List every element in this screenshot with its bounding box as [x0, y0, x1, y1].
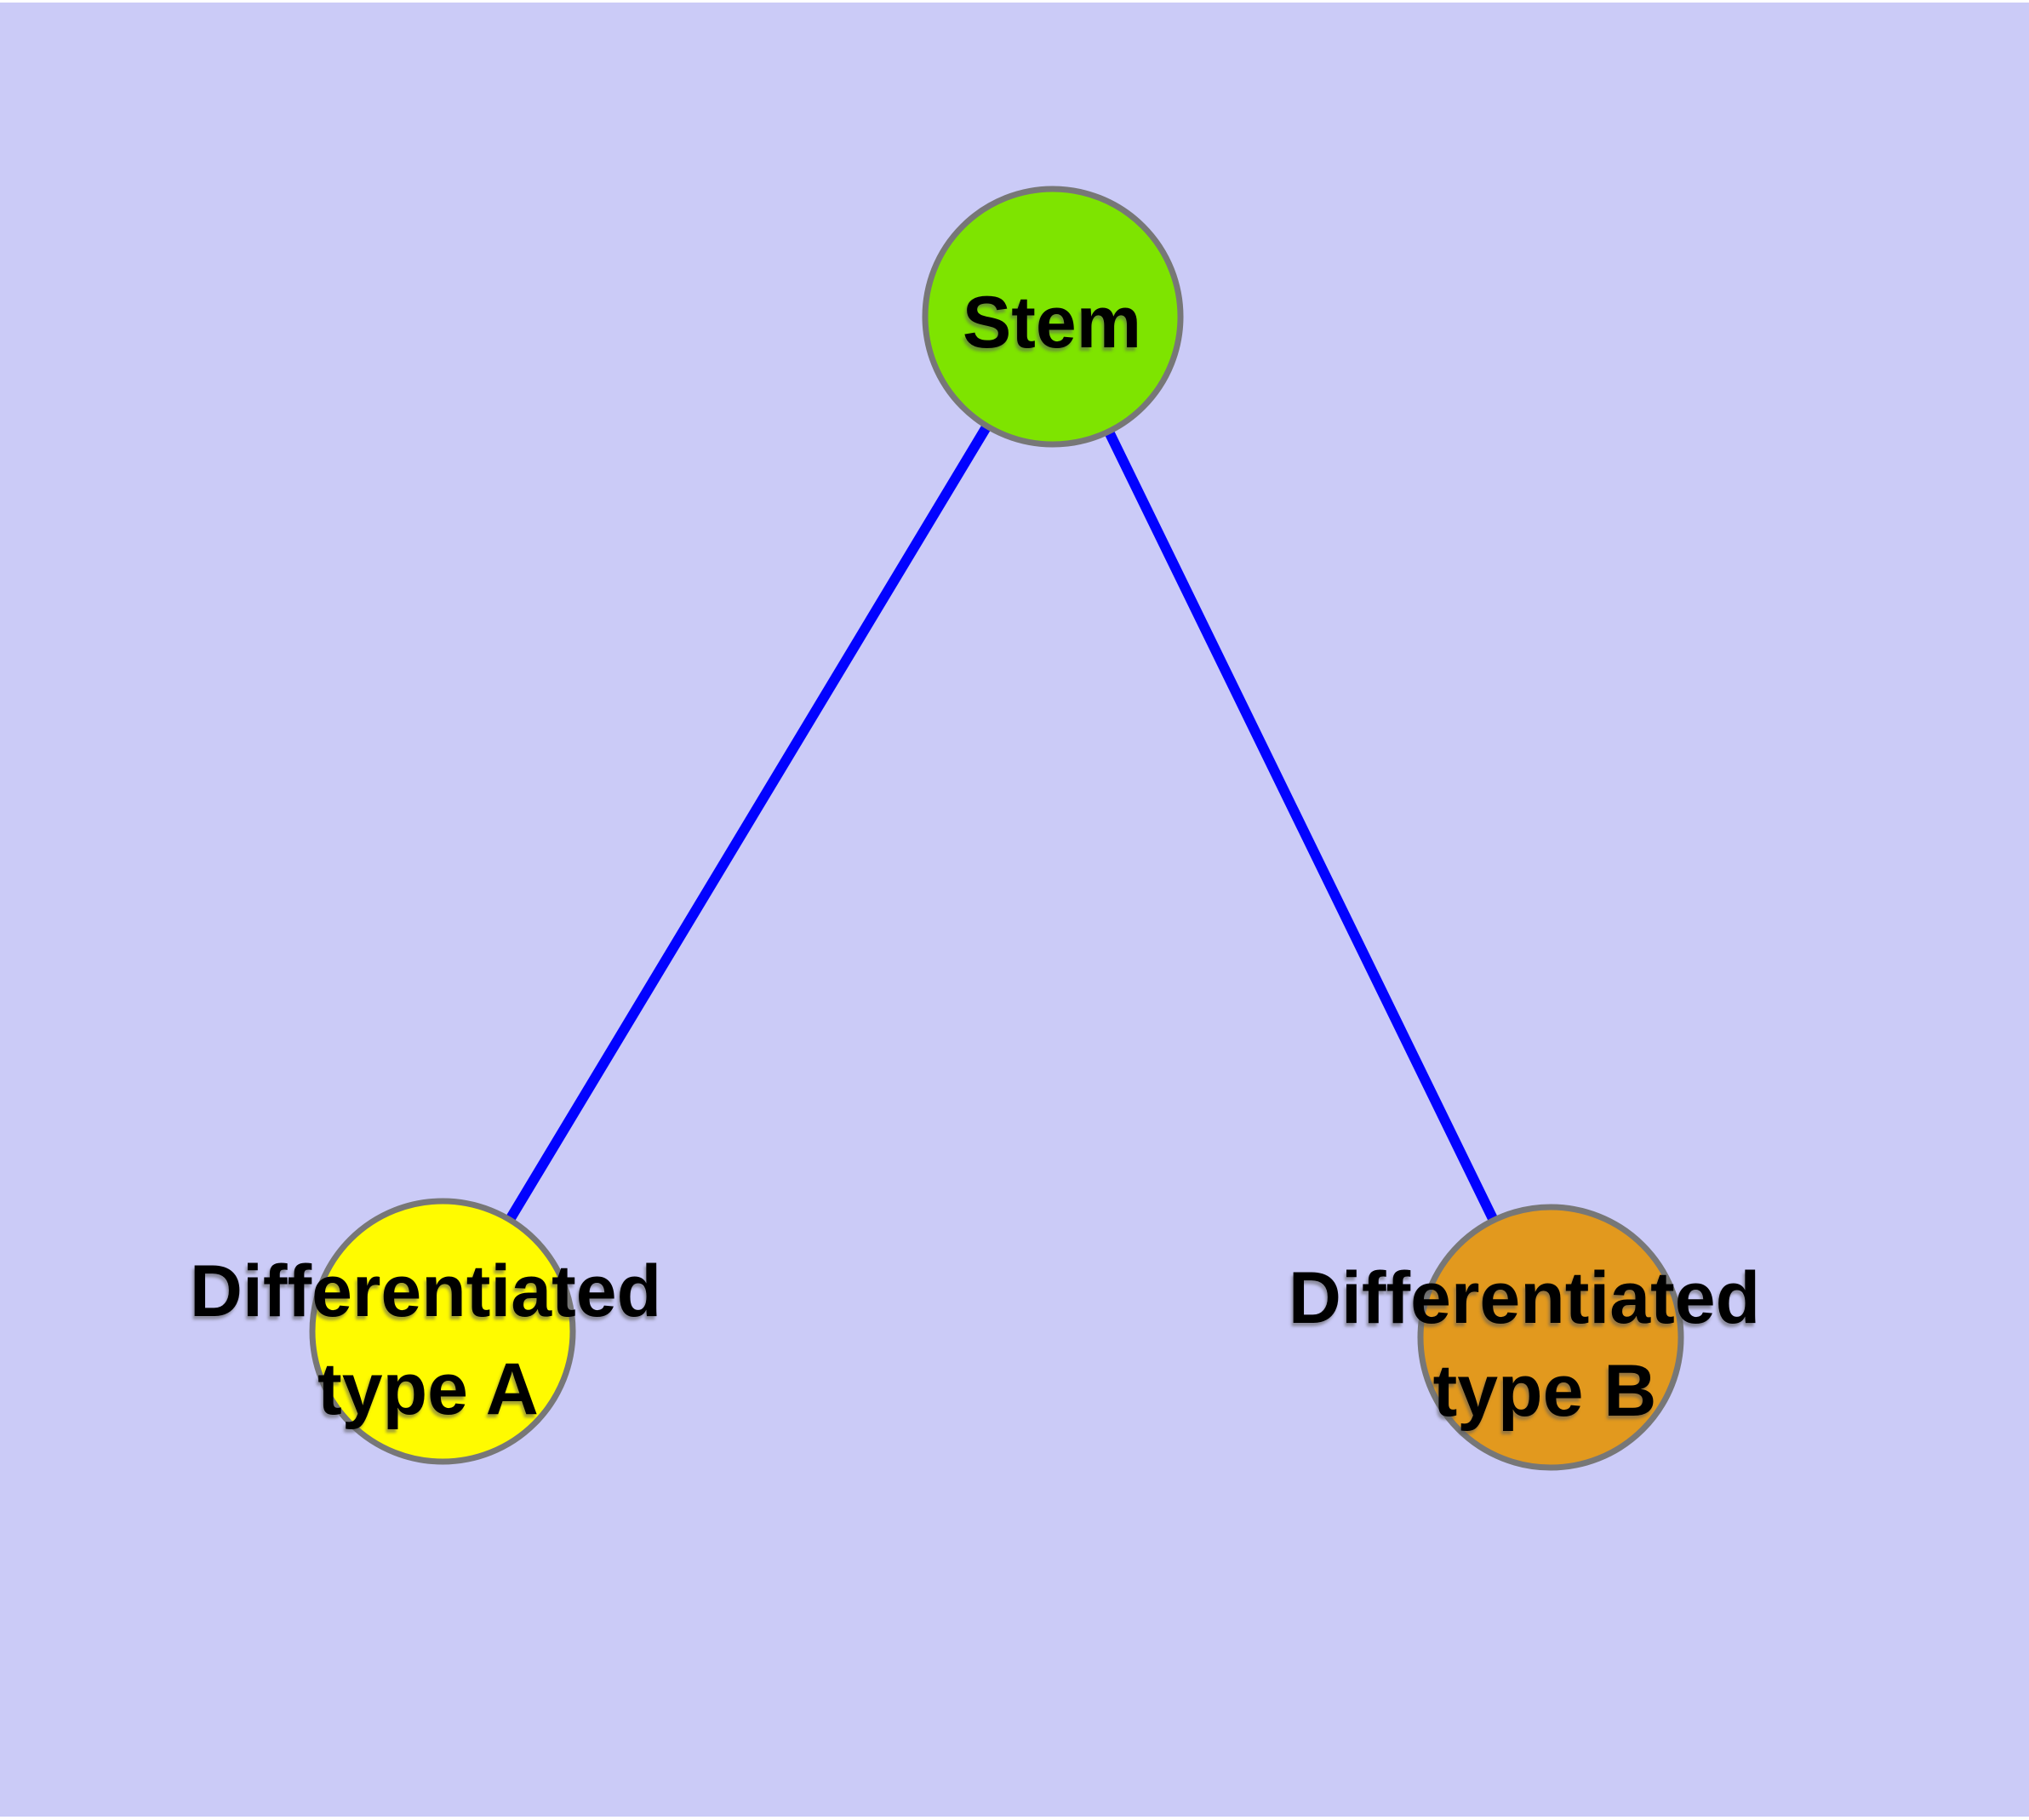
node-type-a-label-line2: type A — [317, 1348, 539, 1430]
edge-stem-to-type-a — [437, 313, 1058, 1335]
node-differentiated-type-a — [309, 1198, 576, 1465]
node-type-b-label-line2: type B — [1433, 1350, 1657, 1432]
node-labels: Stem Differentiated type A Differentiate… — [190, 282, 1760, 1432]
edge-stem-to-type-b — [1048, 314, 1556, 1340]
edges — [437, 313, 1556, 1340]
node-type-b-label-line1: Differentiated — [1289, 1257, 1760, 1339]
node-type-a-label-line1: Differentiated — [190, 1251, 661, 1332]
node-stem-label: Stem — [963, 282, 1141, 363]
node-differentiated-type-b — [1417, 1204, 1684, 1471]
nodes — [309, 186, 1684, 1471]
node-stem — [922, 186, 1184, 448]
